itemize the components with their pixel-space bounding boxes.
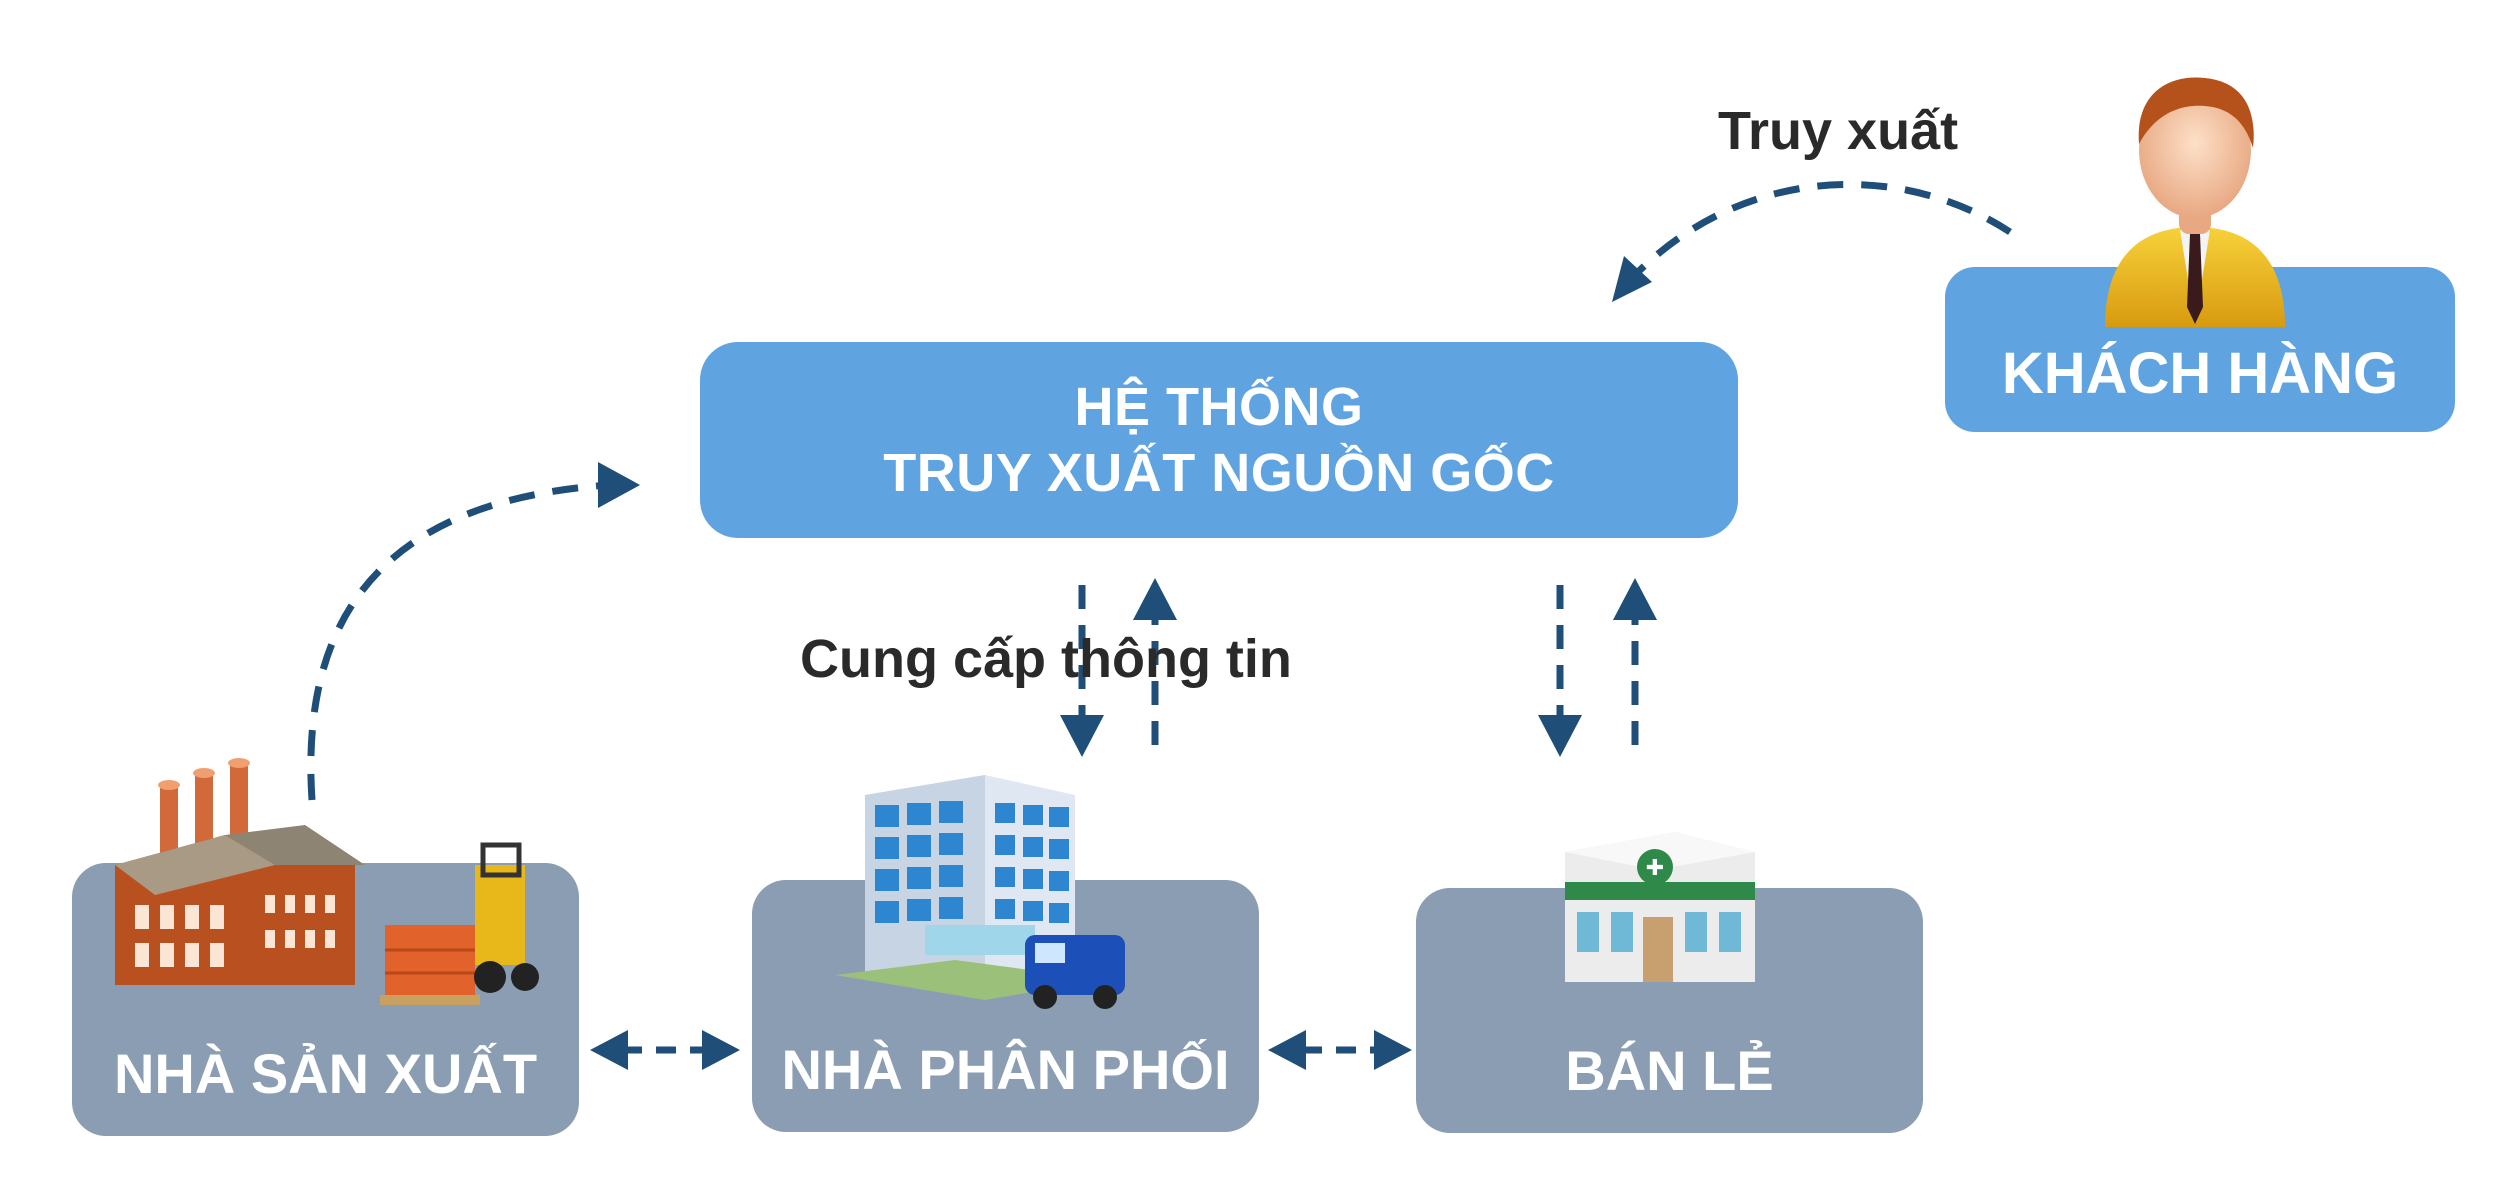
arrowhead-distributor-to-system — [1133, 578, 1177, 620]
factory-icon — [115, 758, 539, 1005]
arrowhead-distributor-left — [1268, 1030, 1306, 1070]
arrowhead-producer-to-system — [598, 462, 640, 508]
arrowhead-producer-left — [590, 1030, 628, 1070]
retail-label: BÁN LẺ — [1565, 1039, 1774, 1102]
arrow-retrieve — [1627, 181, 2012, 283]
retrieve-label: Truy xuất — [1718, 101, 1959, 161]
system-title-line1: HỆ THỐNG — [1074, 377, 1364, 437]
arrowhead-retail-right — [1374, 1030, 1412, 1070]
provide-info-label: Cung cấp thông tin — [800, 629, 1292, 689]
person-icon — [2105, 77, 2285, 327]
office-building-icon — [835, 775, 1125, 1009]
arrowhead-distributor-right — [702, 1030, 740, 1070]
pharmacy-store-icon: ✚ — [1565, 832, 1755, 982]
svg-text:✚: ✚ — [1646, 856, 1664, 881]
producer-label: NHÀ SẢN XUẤT — [113, 1042, 538, 1105]
customer-label: KHÁCH HÀNG — [2001, 341, 2399, 406]
arrowhead-retail-to-system — [1613, 578, 1657, 620]
arrowhead-retrieve — [1612, 256, 1652, 302]
arrow-producer-to-system — [307, 481, 611, 801]
distributor-label: NHÀ PHÂN PHỐI — [781, 1038, 1230, 1101]
arrowhead-system-to-retail — [1538, 715, 1582, 757]
traceability-system-box: HỆ THỐNG TRUY XUẤT NGUỒN GỐC — [700, 342, 1738, 538]
system-title-line2: TRUY XUẤT NGUỒN GỐC — [883, 443, 1555, 503]
arrowhead-system-to-distributor — [1060, 715, 1104, 757]
